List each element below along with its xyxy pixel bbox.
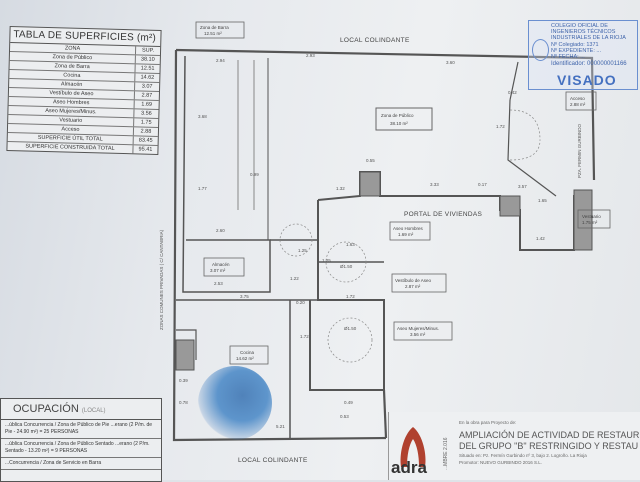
- project-label: En la obra para Proyecto de:: [459, 420, 517, 425]
- visado-label: VISADO: [557, 72, 617, 88]
- svg-text:38.10 m²: 38.10 m²: [390, 121, 408, 126]
- stamp-line: Nº Colegiado: 1371: [551, 41, 599, 48]
- svg-text:3.75: 3.75: [240, 294, 249, 299]
- svg-text:5.21: 5.21: [276, 424, 285, 429]
- occupancy-subtitle: (LOCAL): [81, 408, 106, 414]
- svg-text:1.25: 1.25: [298, 248, 307, 253]
- svg-text:Acceso: Acceso: [570, 96, 585, 101]
- outer-wall-left-bottom: [172, 49, 387, 442]
- occupancy-line: ...ública Concurrencia / Zona de Público…: [1, 439, 161, 458]
- pillar: [499, 195, 521, 217]
- svg-text:2.93: 2.93: [306, 53, 315, 58]
- occupancy-title: OCUPACIÓN: [13, 403, 79, 415]
- svg-text:2.87 m²: 2.87 m²: [405, 284, 421, 289]
- svg-text:3.33: 3.33: [430, 182, 439, 187]
- street-bottom-label: LOCAL COLINDANTE: [238, 457, 308, 464]
- room-aseo-mujeres: Aseo Mujeres/Minus.3.56 m²: [393, 321, 453, 341]
- pillar: [573, 189, 593, 251]
- svg-text:14.62 m²: 14.62 m²: [236, 356, 254, 361]
- svg-text:2.88 m²: 2.88 m²: [570, 102, 586, 107]
- svg-text:0.49: 0.49: [344, 400, 353, 405]
- svg-text:0.17: 0.17: [478, 182, 487, 187]
- watermark-logo: [198, 366, 272, 440]
- svg-text:1.65: 1.65: [538, 198, 547, 203]
- svg-text:1.42: 1.42: [536, 236, 545, 241]
- street-top-label: LOCAL COLINDANTE: [340, 37, 410, 44]
- svg-text:Vestíbulo de Aseo: Vestíbulo de Aseo: [395, 278, 432, 283]
- dimension-labels: 2.94 2.93 3.60 0.55 1.32 3.33 0.17 3.57 …: [179, 53, 547, 429]
- svg-text:0.42: 0.42: [508, 90, 517, 95]
- svg-text:3.57: 3.57: [518, 184, 527, 189]
- occupancy-line: ...Concurrencia / Zona de Servicio en Ba…: [1, 458, 161, 470]
- stamp-line: Nº EXPEDIENTE: ...: [551, 47, 601, 54]
- svg-text:1.69 m²: 1.69 m²: [398, 232, 414, 237]
- pillar: [359, 171, 381, 197]
- logo-text: adra: [391, 458, 427, 477]
- svg-text:1.22: 1.22: [290, 276, 299, 281]
- svg-text:3.07 m²: 3.07 m²: [210, 268, 226, 273]
- stamp-line: INDUSTRIALES DE LA RIOJA: [551, 35, 626, 42]
- svg-text:3.60: 3.60: [446, 60, 455, 65]
- stamp-code: Identificador: 000000001166: [551, 61, 627, 68]
- svg-text:1.25: 1.25: [322, 258, 331, 263]
- svg-text:Ø1.50: Ø1.50: [344, 326, 357, 331]
- occupancy-line: ...ública Concurrencia / Zona de Público…: [1, 420, 161, 439]
- project-date: ...MBRE 2.016: [443, 437, 449, 470]
- project-promoter: Promotor: NUEVO GURBINDO 2016 S.L.: [459, 460, 543, 465]
- street-right-label: PZA. FERMIN GURBINDO: [577, 123, 582, 178]
- svg-text:2.53: 2.53: [214, 281, 223, 286]
- room-zona-publico: Zona de Público 38.10 m²: [375, 107, 433, 131]
- occupancy-table: OCUPACIÓN (LOCAL) ...ública Concurrencia…: [0, 398, 162, 482]
- svg-text:Aseo Mujeres/Minus.: Aseo Mujeres/Minus.: [397, 326, 439, 331]
- stamp-line: Nº FECHA: ...: [551, 54, 585, 61]
- svg-text:0.53: 0.53: [340, 414, 349, 419]
- svg-text:1.72: 1.72: [346, 294, 355, 299]
- svg-text:1.72: 1.72: [300, 334, 309, 339]
- svg-text:2.60: 2.60: [216, 228, 225, 233]
- svg-text:Ø1.50: Ø1.50: [340, 264, 353, 269]
- project-title-line2: DEL GRUPO "B" RESTRINGIDO Y RESTAU: [459, 441, 639, 451]
- svg-text:Aseo Hombres: Aseo Hombres: [393, 226, 424, 231]
- crest-icon: [532, 39, 549, 61]
- svg-text:Cocina: Cocina: [240, 350, 255, 355]
- svg-text:12.51 m²: 12.51 m²: [204, 31, 222, 36]
- visado-stamp: COLEGIO OFICIAL DE INGENIEROS TÉCNICOS I…: [528, 20, 638, 90]
- stamp-line: COLEGIO OFICIAL DE INGENIEROS TÉCNICOS: [551, 23, 616, 36]
- svg-text:1.32: 1.32: [336, 186, 345, 191]
- svg-text:3.56 m²: 3.56 m²: [410, 332, 426, 337]
- svg-text:Almacén: Almacén: [212, 262, 230, 267]
- svg-text:0.78: 0.78: [179, 400, 188, 405]
- svg-text:1.75 m²: 1.75 m²: [582, 220, 598, 225]
- svg-text:1.63: 1.63: [346, 242, 355, 247]
- svg-text:0.55: 0.55: [366, 158, 375, 163]
- svg-text:Zona de Barra: Zona de Barra: [200, 25, 229, 30]
- street-left-label: ZONAS COMUNES PRIVADAS ( C/ CANTABRIA): [159, 229, 164, 330]
- svg-text:0.39: 0.39: [179, 378, 188, 383]
- svg-text:3.68: 3.68: [198, 114, 207, 119]
- portal-label: PORTAL DE VIVIENDAS: [404, 211, 483, 218]
- project-title-line1: AMPLIACIÓN DE ACTIVIDAD DE RESTAUR: [459, 430, 640, 440]
- title-block: adra ...MBRE 2.016 En la obra para Proye…: [388, 412, 640, 480]
- svg-text:2.94: 2.94: [216, 58, 225, 63]
- svg-text:0.20: 0.20: [296, 300, 305, 305]
- svg-text:0.99: 0.99: [250, 172, 259, 177]
- svg-text:1.77: 1.77: [198, 186, 207, 191]
- outer-wall-top: [175, 48, 596, 181]
- svg-text:1.72: 1.72: [496, 124, 505, 129]
- svg-text:Zona de Público: Zona de Público: [381, 113, 414, 118]
- adra-logo-icon: [400, 427, 426, 467]
- svg-text:Vestuario: Vestuario: [582, 214, 601, 219]
- project-situation: Situado en: Pz. Fermín Gurbindo nº 3, ba…: [459, 453, 587, 458]
